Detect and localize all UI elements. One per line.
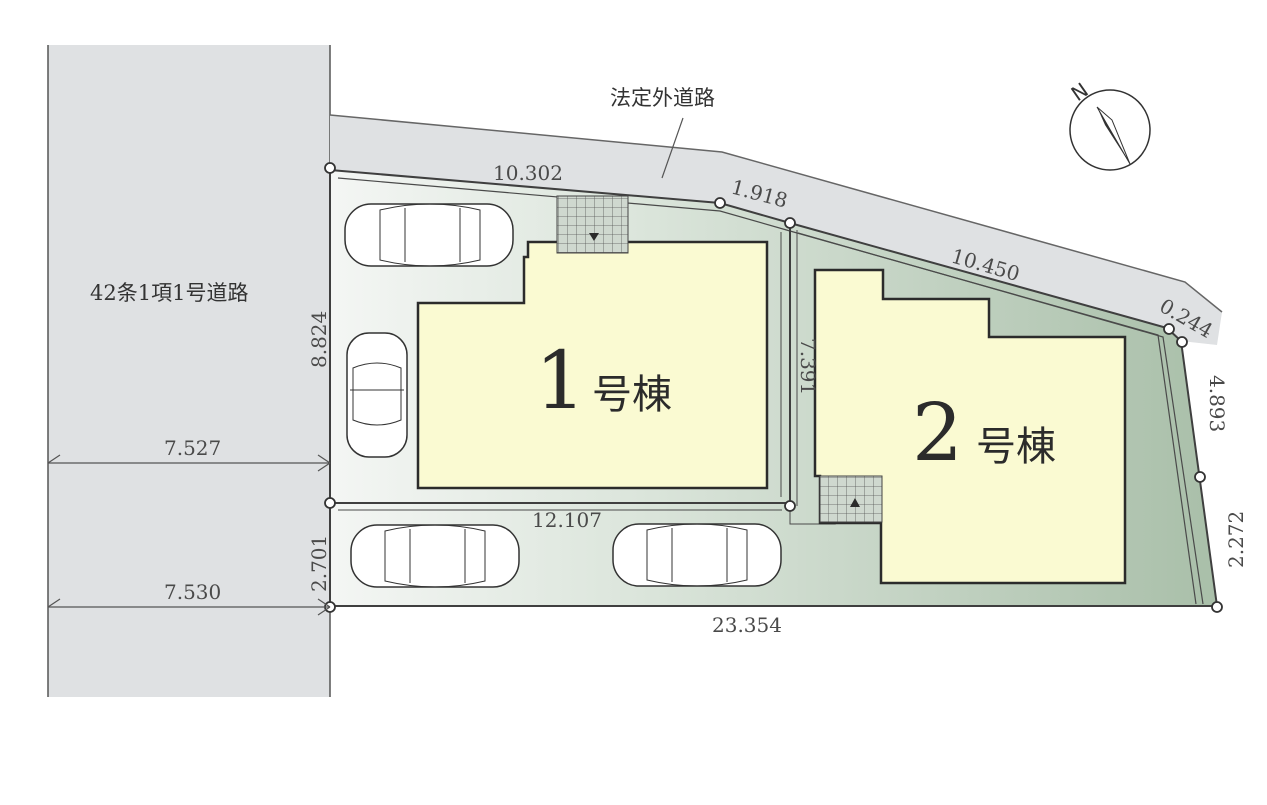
building-1-label: 号棟: [592, 372, 672, 418]
building-1: 1 号棟: [416, 195, 769, 490]
dim-road-width-lower: 7.530: [164, 580, 221, 604]
survey-point: [1163, 323, 1175, 335]
car-3: [350, 524, 520, 588]
car-4: [612, 523, 782, 587]
entrance-tile-1: [556, 195, 629, 254]
car-2: [346, 332, 408, 458]
statutory-road-label: 42条1項1号道路: [90, 281, 248, 305]
survey-point: [324, 497, 336, 509]
entrance-tile-2: [819, 475, 883, 523]
non-statutory-road-label: 法定外道路: [610, 86, 715, 110]
building-2-number: 2: [912, 386, 963, 479]
survey-point: [1176, 336, 1188, 348]
survey-point: [784, 500, 796, 512]
dim-right-lower: 2.272: [1224, 511, 1248, 568]
entrance-arrow-1: [589, 233, 599, 241]
road-width-lines: [47, 454, 331, 616]
north-compass: N: [1067, 78, 1151, 171]
dim-bottom: 23.354: [712, 613, 782, 637]
entrance-arrow-2: [850, 498, 860, 507]
dim-divider-vertical: 7.391: [796, 338, 820, 395]
dim-road-width-upper: 7.527: [164, 436, 221, 460]
building-2-label: 号棟: [976, 424, 1056, 470]
building-2: 2 号棟: [813, 268, 1127, 585]
dim-left-upper: 8.824: [307, 311, 331, 368]
car-1: [344, 203, 514, 267]
survey-point: [714, 197, 726, 209]
non-statutory-road: [329, 114, 1223, 345]
survey-point: [1194, 471, 1206, 483]
survey-point: [784, 217, 796, 229]
survey-point: [324, 162, 336, 174]
dim-top-left: 10.302: [493, 161, 563, 185]
dim-left-lower: 2.701: [307, 535, 331, 592]
dim-divider-horizontal: 12.107: [532, 508, 602, 532]
road-label-leader: [661, 117, 684, 179]
building-1-number: 1: [535, 334, 586, 427]
statutory-road: [47, 45, 331, 697]
survey-point: [1211, 601, 1223, 613]
dim-right-upper: 4.893: [1205, 375, 1229, 432]
